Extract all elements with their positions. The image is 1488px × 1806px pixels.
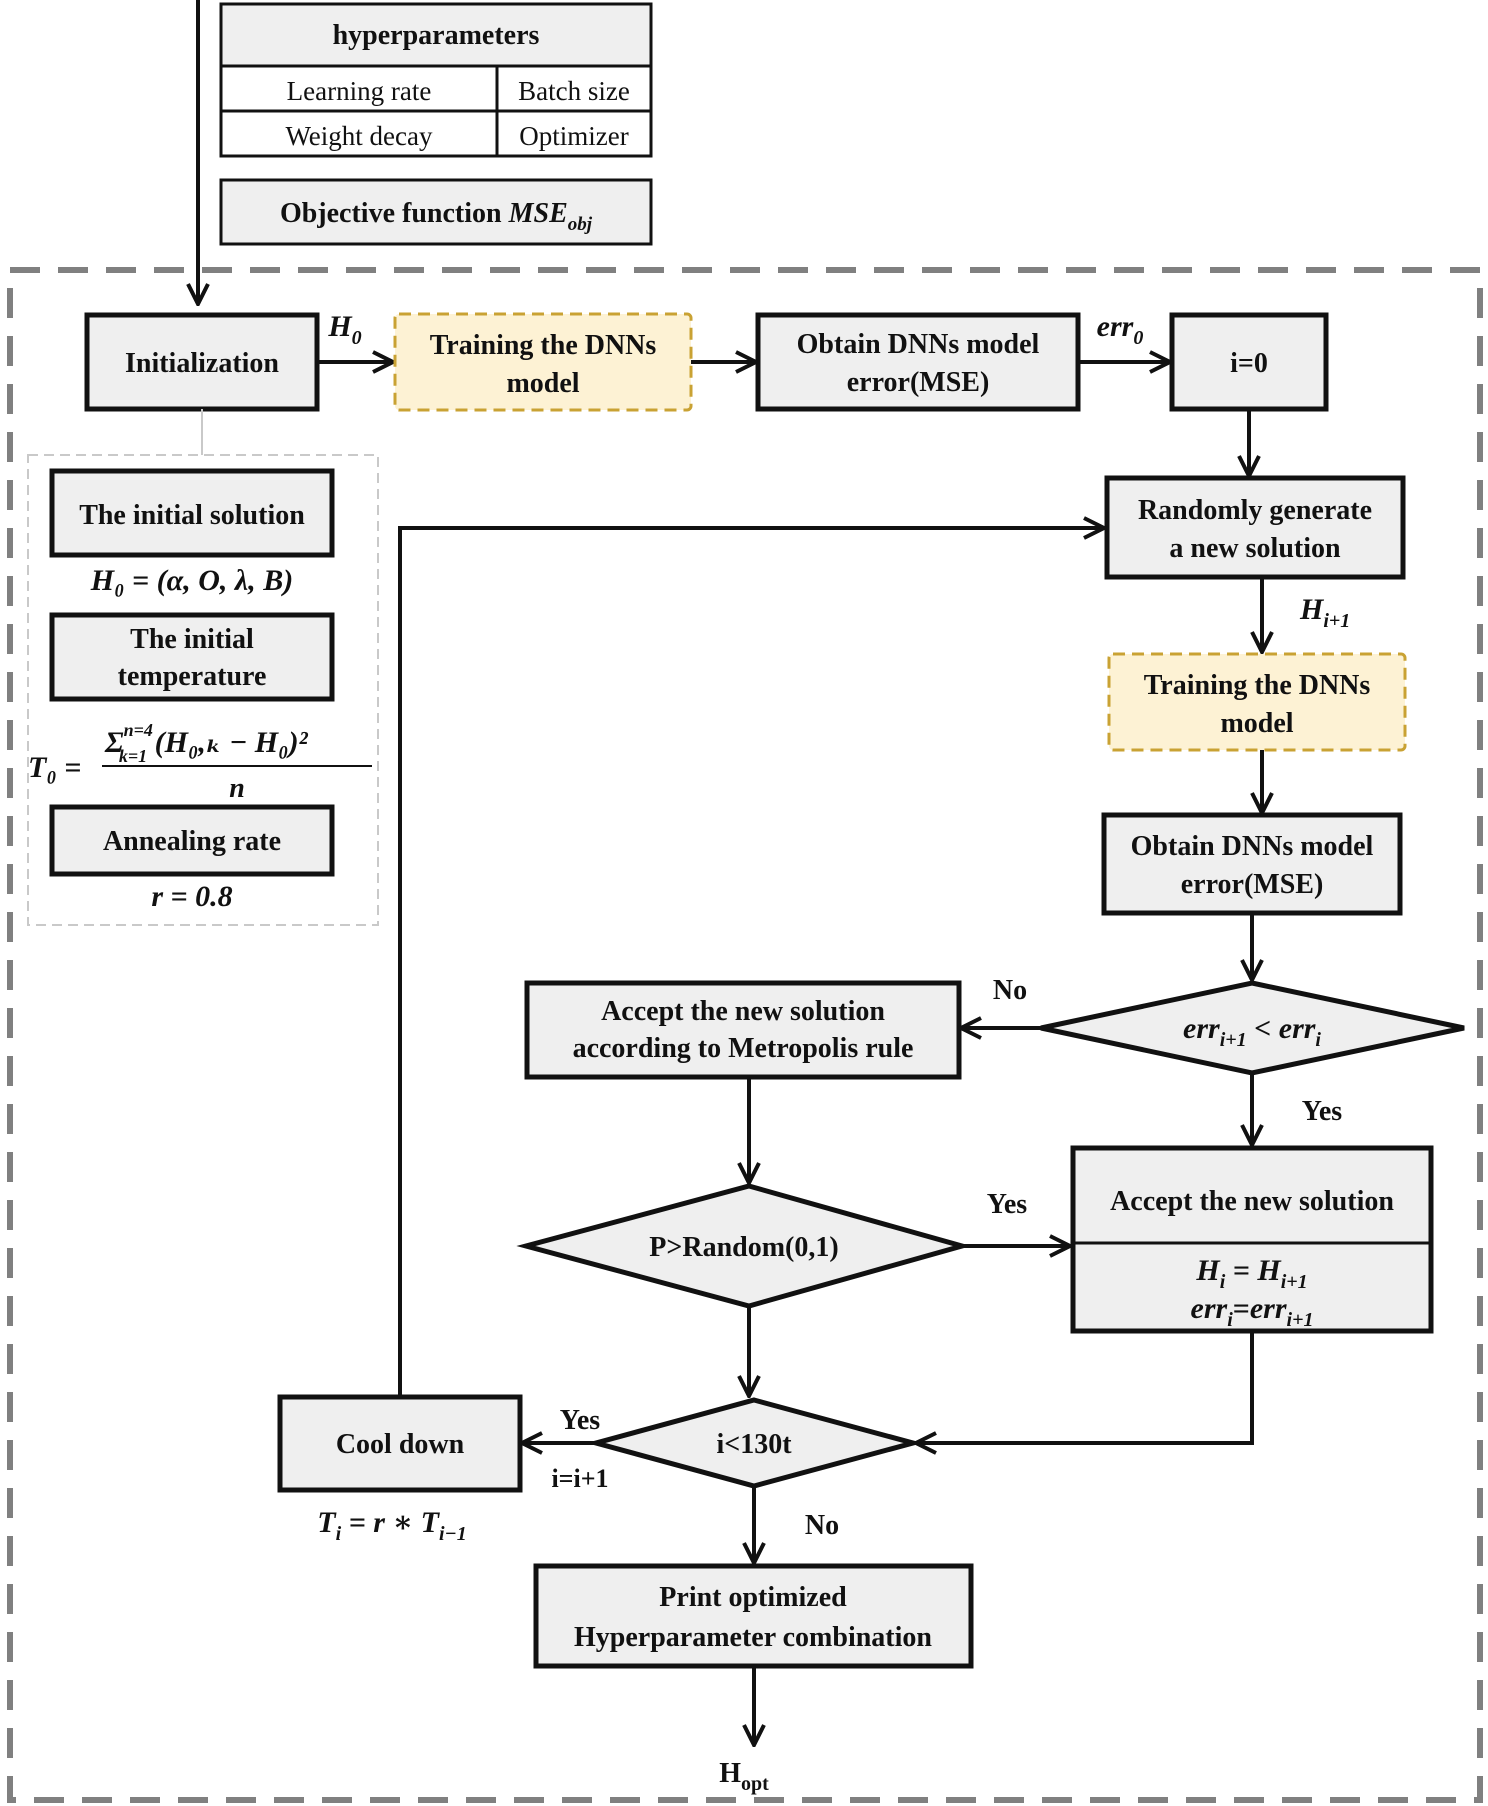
- accept-solution-node: Accept the new solution Hi = Hi+1 erri=e…: [1070, 1145, 1434, 1334]
- label-no2: No: [805, 1510, 839, 1541]
- label-hi1: Hi+1: [1299, 593, 1350, 632]
- cool-down-node: Cool down: [277, 1394, 523, 1493]
- accept-title: Accept the new solution: [1110, 1186, 1394, 1217]
- train2-line1: Training the DNNs: [1144, 670, 1371, 701]
- random-line2: a new solution: [1169, 533, 1341, 564]
- print-line1: Print optimized: [659, 1582, 847, 1613]
- probability-decision: P>Random(0,1): [516, 1183, 972, 1309]
- side-panel-frame: [27, 454, 379, 926]
- edge-cool-random: [398, 528, 1104, 1397]
- outer-dashed-frame: [7, 267, 1483, 1803]
- initial-solution-label: The initial solution: [79, 500, 305, 531]
- learning-rate-label: Learning rate: [287, 76, 432, 106]
- objective-mse: MSE: [508, 198, 568, 229]
- obtain2-line1: Obtain DNNs model: [1131, 831, 1374, 862]
- train-dnn-node-1: Training the DNNs model: [393, 312, 693, 412]
- initialization-node: Initialization: [84, 312, 320, 412]
- error-comparison-decision: erri+1 < erri: [1040, 980, 1465, 1076]
- train-dnn-node-2: Training the DNNs model: [1107, 652, 1407, 752]
- accept-h-formula: Hi = Hi+1: [1195, 1254, 1307, 1293]
- label-h0: H0: [327, 310, 361, 349]
- accept-err-formula: erri=erri+1: [1191, 1292, 1314, 1331]
- obtain-error-node-2: Obtain DNNs model error(MSE): [1101, 812, 1403, 916]
- metropolis-line1: Accept the new solution: [601, 996, 885, 1027]
- random-line1: Randomly generate: [1138, 495, 1372, 526]
- print-node: Print optimized Hyperparameter combinati…: [533, 1563, 974, 1669]
- obtain2-line2: error(MSE): [1181, 869, 1324, 900]
- label-no1: No: [993, 975, 1027, 1006]
- output-label: Hopt: [719, 1758, 769, 1795]
- objective-text: Objective function: [280, 198, 509, 229]
- metropolis-line2: according to Metropolis rule: [573, 1033, 914, 1064]
- annealing-rate-label: Annealing rate: [103, 826, 281, 857]
- hyperparameter-table: hyperparameters Learning rate Batch size…: [219, 2, 653, 158]
- t0-denominator: n: [229, 773, 245, 804]
- i0-label: i=0: [1230, 348, 1268, 379]
- probability-label: P>Random(0,1): [649, 1232, 838, 1263]
- obtain1-line1: Obtain DNNs model: [797, 329, 1040, 360]
- obtain-error-node-1: Obtain DNNs model error(MSE): [755, 312, 1081, 412]
- cool-down-label: Cool down: [336, 1429, 465, 1460]
- loop-label: i<130t: [716, 1429, 792, 1460]
- objective-sub: obj: [568, 214, 593, 235]
- svg-text:Objective function MSEobj: Objective function MSEobj: [280, 198, 593, 235]
- h0-formula: H₀ = (α, O, λ, B): [90, 564, 293, 597]
- initialization-label: Initialization: [125, 348, 279, 379]
- train1-line1: Training the DNNs: [430, 330, 657, 361]
- decision-error-label: erri+1 < erri: [1183, 1012, 1321, 1051]
- weight-decay-label: Weight decay: [285, 121, 433, 151]
- metropolis-node: Accept the new solution according to Met…: [524, 980, 962, 1080]
- hyperparameter-title: hyperparameters: [333, 20, 540, 51]
- i0-node: i=0: [1169, 312, 1329, 412]
- initial-temperature-line1: The initial: [130, 624, 254, 655]
- label-yes3: Yes: [560, 1405, 601, 1436]
- label-yes2: Yes: [987, 1189, 1028, 1220]
- train2-line2: model: [1220, 708, 1293, 739]
- t0-lhs: T₀ =: [28, 751, 81, 784]
- r-formula: r = 0.8: [151, 880, 232, 913]
- batch-size-label: Batch size: [518, 76, 630, 106]
- annealing-rate-box: Annealing rate: [49, 804, 335, 877]
- initial-temperature-line2: temperature: [118, 661, 267, 692]
- optimizer-label: Optimizer: [519, 121, 628, 151]
- loop-decision: i<130t: [586, 1397, 923, 1489]
- train1-line2: model: [506, 368, 579, 399]
- obtain1-line2: error(MSE): [847, 367, 990, 398]
- initial-temperature-box: The initial temperature: [49, 612, 335, 702]
- label-increment: i=i+1: [551, 1464, 608, 1493]
- initial-solution-box: The initial solution: [49, 468, 335, 558]
- label-err0: err0: [1097, 310, 1144, 349]
- print-line2: Hyperparameter combination: [574, 1622, 932, 1653]
- edge-accept-loop: [916, 1331, 1254, 1443]
- objective-function-box: Objective function MSEobj: [219, 178, 653, 246]
- label-yes1: Yes: [1302, 1096, 1343, 1127]
- cool-formula: Ti = r ∗ Ti−1: [317, 1506, 466, 1545]
- random-generate-node: Randomly generate a new solution: [1104, 475, 1406, 580]
